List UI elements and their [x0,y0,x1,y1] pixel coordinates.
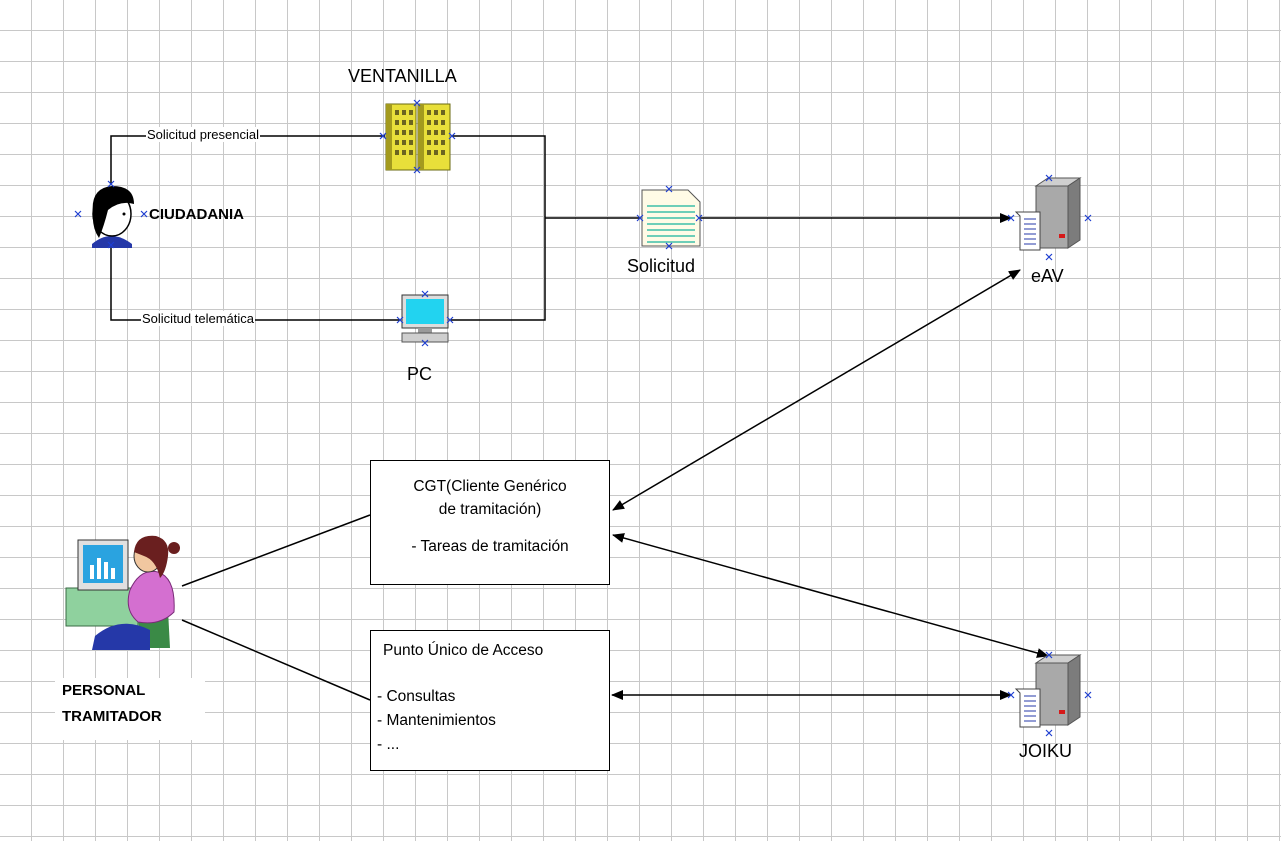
personal-label-line2: TRAMITADOR [62,708,162,725]
edge-label-presencial: Solicitud presencial [146,127,261,142]
server-icon [1014,177,1082,251]
pua-box: Punto Único de Acceso - Consultas - Mant… [370,630,610,771]
edge-presencial [110,135,385,184]
pua-item-more: - ... [377,736,400,753]
document-icon [641,189,701,247]
edge-personal-cgt [181,514,371,587]
cgt-item-tareas: - Tareas de tramitación [411,538,569,555]
clerk-at-computer-icon [65,535,180,650]
computer-icon [401,294,449,343]
ciudadania-label: CIUDADANIA [149,206,244,223]
pua-title: Punto Único de Acceso [383,642,544,659]
pc-label: PC [407,364,433,384]
ventanilla-label: VENTANILLA [348,66,457,86]
building-icon [385,103,451,171]
joiku-label: JOIKU [1019,741,1073,761]
edge-cgt-joiku [612,533,1049,658]
connection-markers [74,99,1092,737]
cgt-box: CGT(Cliente Genérico de tramitación) - T… [370,460,610,585]
edge-telematica [110,248,400,321]
citizen-icon [92,186,134,248]
solicitud-label: Solicitud [627,256,696,276]
pua-item-mantenimientos: - Mantenimientos [377,712,496,729]
edge-label-telematica: Solicitud telemática [141,311,255,326]
edge-ventanilla-merge [451,135,546,321]
cgt-title-line2: de tramitación) [438,501,542,518]
cgt-title-line1: CGT(Cliente Genérico [413,478,567,495]
personal-label-line1: PERSONAL [62,682,146,699]
edge-personal-pua [181,619,371,701]
pua-item-consultas: - Consultas [377,688,456,705]
personal-tramitador-label: PERSONAL TRAMITADOR [55,678,205,740]
connectors [110,135,1049,701]
edge-eav-cgt [612,269,1021,511]
eav-label: eAV [1031,266,1064,286]
server-icon [1014,654,1082,728]
